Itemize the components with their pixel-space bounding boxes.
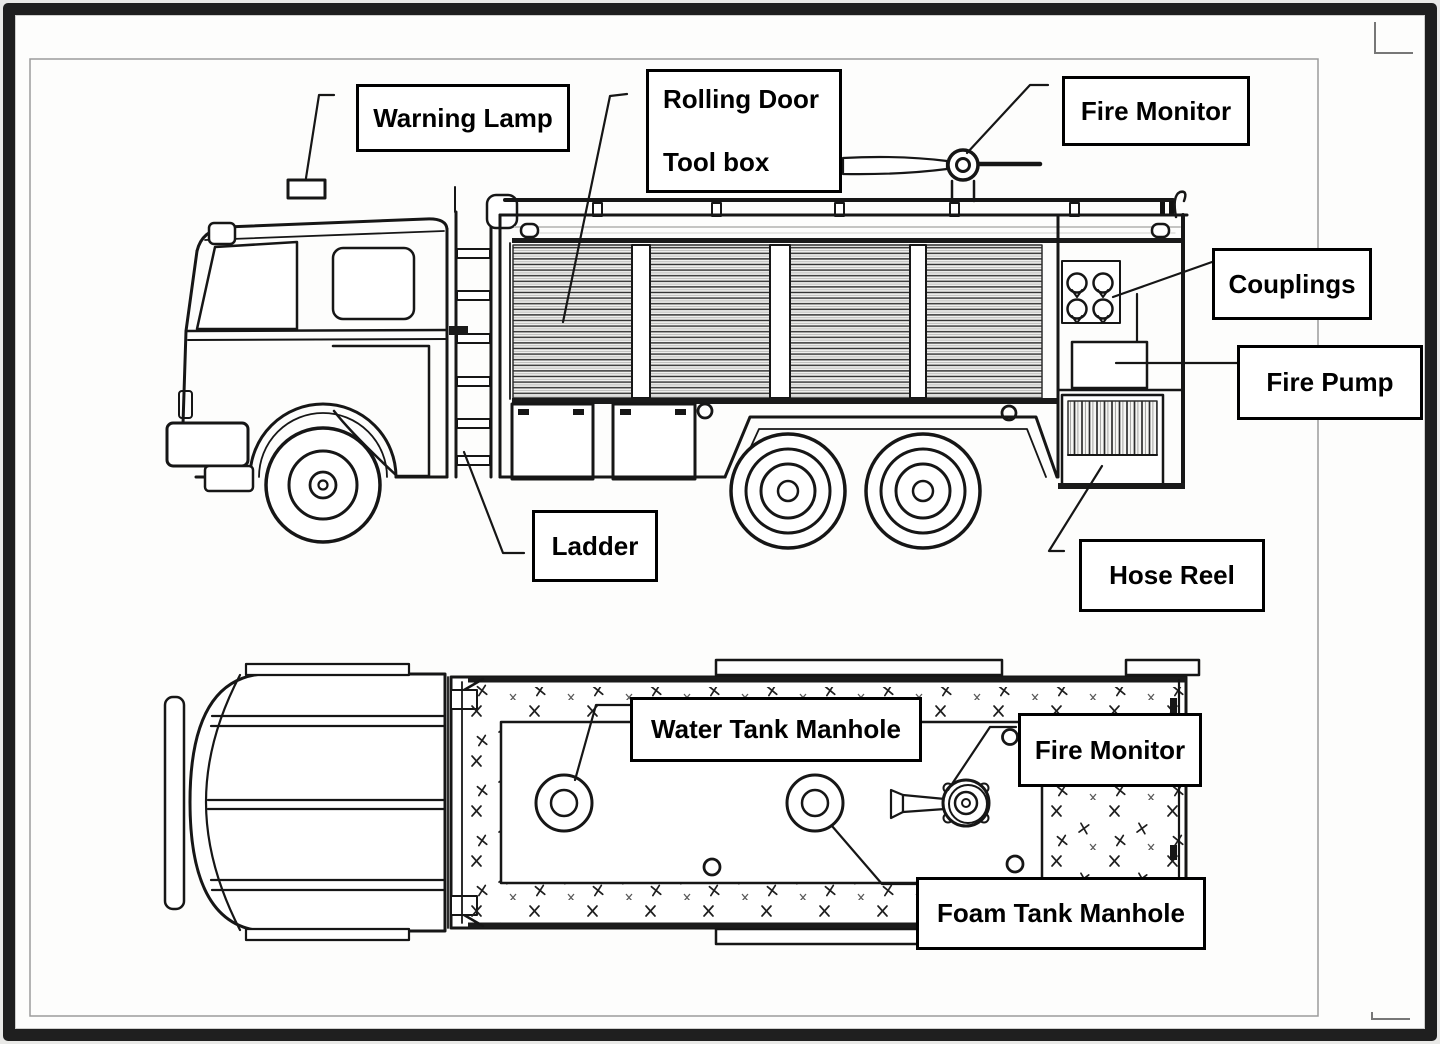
fire-monitor-top-leader <box>946 725 1018 792</box>
warning-lamp-leader <box>304 93 336 180</box>
leader-lines-top <box>573 703 1018 886</box>
label-foam-tank-manhole: Foam Tank Manhole <box>916 877 1206 950</box>
label-couplings: Couplings <box>1212 248 1372 320</box>
rear-hook <box>1173 190 1187 219</box>
windshield <box>195 240 299 331</box>
rolling-door-shutters <box>512 244 1043 399</box>
label-fire-monitor-side-text: Fire Monitor <box>1080 95 1232 126</box>
rolling-door-leader <box>561 92 629 324</box>
fire-monitor-top-shape <box>889 778 991 828</box>
cab-step-top <box>244 662 411 677</box>
ladder-shape <box>449 186 493 479</box>
label-fire-pump-text: Fire Pump <box>1266 367 1394 397</box>
side-rail-top <box>714 658 1004 677</box>
label-rolling-door-tool-box: Rolling Door Tool box <box>646 69 842 193</box>
fire-monitor-roof-shape <box>841 148 1043 203</box>
lower-compartments <box>510 402 697 481</box>
label-warning-lamp: Warning Lamp <box>356 84 570 152</box>
foam-tank-manhole-shape <box>785 773 845 833</box>
label-fire-monitor-top: Fire Monitor <box>1018 713 1202 787</box>
truck-body-side <box>485 190 1189 489</box>
front-wheel <box>264 426 382 544</box>
ladder-leader <box>462 450 526 555</box>
fire-pump-shape <box>1070 340 1149 390</box>
rear-wheel-1 <box>729 432 847 550</box>
water-tank-manhole-shape <box>534 773 594 833</box>
page-guide-border <box>29 22 1413 1020</box>
rear-fender <box>723 415 1059 479</box>
leader-lines-side <box>304 83 1239 555</box>
label-fire-pump: Fire Pump <box>1237 345 1423 420</box>
roof-rail-cap <box>485 193 519 230</box>
label-hose-reel-text: Hose Reel <box>1109 560 1235 590</box>
label-ladder: Ladder <box>532 510 658 582</box>
label-fire-monitor-side: Fire Monitor <box>1062 76 1250 146</box>
fire-monitor-side-leader <box>965 83 1050 155</box>
label-foam-tank-manhole-text: Foam Tank Manhole <box>937 898 1185 928</box>
couplings-shape <box>1061 260 1121 324</box>
label-couplings-text: Couplings <box>1228 268 1356 299</box>
label-tool-box-text: Tool box <box>663 147 770 177</box>
front-bumper-top <box>163 695 186 911</box>
front-wheel-arch <box>248 402 398 479</box>
front-bumper <box>165 421 250 468</box>
hose-reel-shape <box>1058 393 1185 489</box>
roof-beacon <box>207 221 237 246</box>
label-fire-monitor-top-text: Fire Monitor <box>1034 734 1186 765</box>
door-window <box>331 246 416 321</box>
label-warning-lamp-text: Warning Lamp <box>373 102 553 133</box>
rear-wheel-2 <box>864 432 982 550</box>
foam-tank-manhole-leader <box>830 824 918 886</box>
body-bolt-right <box>1150 222 1171 239</box>
side-view <box>165 83 1239 555</box>
body-bolt-left <box>519 222 540 239</box>
cab-side <box>165 217 449 493</box>
label-hose-reel: Hose Reel <box>1079 539 1265 612</box>
water-tank-manhole-leader <box>573 703 632 782</box>
front-step <box>203 464 255 493</box>
warning-lamp-shape <box>286 178 327 200</box>
cab-top <box>163 662 449 942</box>
label-water-tank-manhole-text: Water Tank Manhole <box>651 714 901 744</box>
front-marker-light <box>178 390 193 419</box>
couplings-leader <box>1111 260 1214 299</box>
label-rolling-door-text: Rolling Door <box>663 84 819 114</box>
label-water-tank-manhole: Water Tank Manhole <box>630 697 922 762</box>
cab-step-bottom <box>244 927 411 942</box>
label-ladder-text: Ladder <box>551 530 639 561</box>
hose-reel-leader <box>1047 464 1104 553</box>
